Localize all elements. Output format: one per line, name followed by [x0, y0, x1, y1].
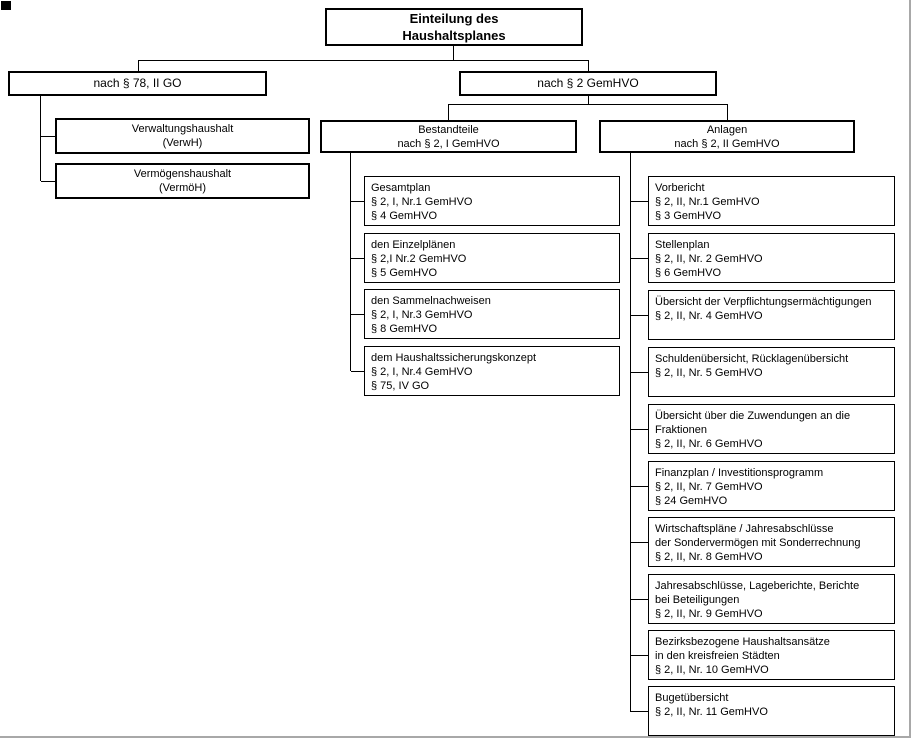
connector-line: [138, 61, 139, 71]
header-label: Bestandteile: [418, 123, 479, 136]
connector-line: [631, 655, 648, 656]
header-label: Anlagen: [706, 123, 748, 136]
anlagen-item: Wirtschaftspläne / Jahresabschlüsse der …: [648, 517, 895, 567]
connector-line: [631, 711, 648, 712]
connector-line: [41, 181, 55, 182]
connector-line: [631, 258, 648, 259]
connector-line: [631, 315, 648, 316]
header-bestandteile: Bestandteile nach § 2, I GemHVO: [320, 120, 577, 153]
node-label: Verwaltungshaushalt: [131, 123, 234, 135]
root-node: Einteilung des Haushaltsplanes: [325, 8, 583, 46]
anlagen-item: Übersicht der Verpflichtungsermächtigung…: [648, 290, 895, 340]
connector-line: [41, 136, 55, 137]
bestandteile-item: den Einzelplänen § 2,I Nr.2 GemHVO § 5 G…: [364, 233, 620, 283]
root-title-line2: Haushaltsplanes: [402, 28, 506, 43]
connector-line: [727, 105, 728, 120]
connector-line: [138, 60, 589, 61]
bestandteile-item: dem Haushaltssicherungskonzept § 2, I, N…: [364, 346, 620, 396]
connector-line: [631, 542, 648, 543]
anlagen-item: Übersicht über die Zuwendungen an die Fr…: [648, 404, 895, 454]
connector-line: [448, 104, 728, 105]
anlagen-item: Stellenplan § 2, II, Nr. 2 GemHVO § 6 Ge…: [648, 233, 895, 283]
window-edge-right: [909, 0, 911, 738]
connector-line: [631, 429, 648, 430]
connector-line: [453, 46, 454, 60]
header-label: nach § 2, II GemHVO: [674, 137, 780, 150]
connector-line: [631, 599, 648, 600]
anlagen-item: Schuldenübersicht, Rücklagenübersicht § …: [648, 347, 895, 397]
branch-node-gemhvo: nach § 2 GemHVO: [459, 71, 717, 96]
connector-line: [588, 61, 589, 71]
branch-gemhvo-label: nach § 2 GemHVO: [537, 76, 639, 90]
connector-line: [351, 371, 364, 372]
header-label: nach § 2, I GemHVO: [397, 137, 500, 150]
connector-line: [40, 96, 41, 181]
branch-node-go: nach § 78, II GO: [8, 71, 267, 96]
anlagen-item: Vorbericht § 2, II, Nr.1 GemHVO § 3 GemH…: [648, 176, 895, 226]
corner-glyph: [1, 1, 11, 10]
connector-line: [350, 153, 351, 371]
connector-line: [351, 258, 364, 259]
connector-line: [631, 201, 648, 202]
window-edge-bottom: [0, 736, 911, 738]
anlagen-item: Jahresabschlüsse, Lageberichte, Berichte…: [648, 574, 895, 624]
connector-line: [351, 201, 364, 202]
root-title-line1: Einteilung des: [409, 11, 499, 26]
connector-line: [631, 372, 648, 373]
bestandteile-item: den Sammelnachweisen § 2, I, Nr.3 GemHVO…: [364, 289, 620, 339]
node-label: (VermöH): [158, 182, 207, 194]
connector-line: [631, 486, 648, 487]
anlagen-item: Finanzplan / Investitionsprogramm § 2, I…: [648, 461, 895, 511]
connector-line: [448, 105, 449, 120]
node-vermoegenshaushalt: Vermögenshaushalt (VermöH): [55, 163, 310, 199]
branch-go-label: nach § 78, II GO: [93, 76, 182, 90]
connector-line: [630, 153, 631, 712]
header-anlagen: Anlagen nach § 2, II GemHVO: [599, 120, 855, 153]
node-label: Vermögenshaushalt: [133, 168, 232, 180]
node-verwaltungshaushalt: Verwaltungshaushalt (VerwH): [55, 118, 310, 154]
anlagen-item: Bezirksbezogene Haushaltsansätze in den …: [648, 630, 895, 680]
node-label: (VerwH): [162, 137, 203, 149]
bestandteile-item: Gesamtplan § 2, I, Nr.1 GemHVO § 4 GemHV…: [364, 176, 620, 226]
anlagen-item: Bugetübersicht § 2, II, Nr. 11 GemHVO: [648, 686, 895, 736]
connector-line: [351, 314, 364, 315]
connector-line: [588, 96, 589, 104]
